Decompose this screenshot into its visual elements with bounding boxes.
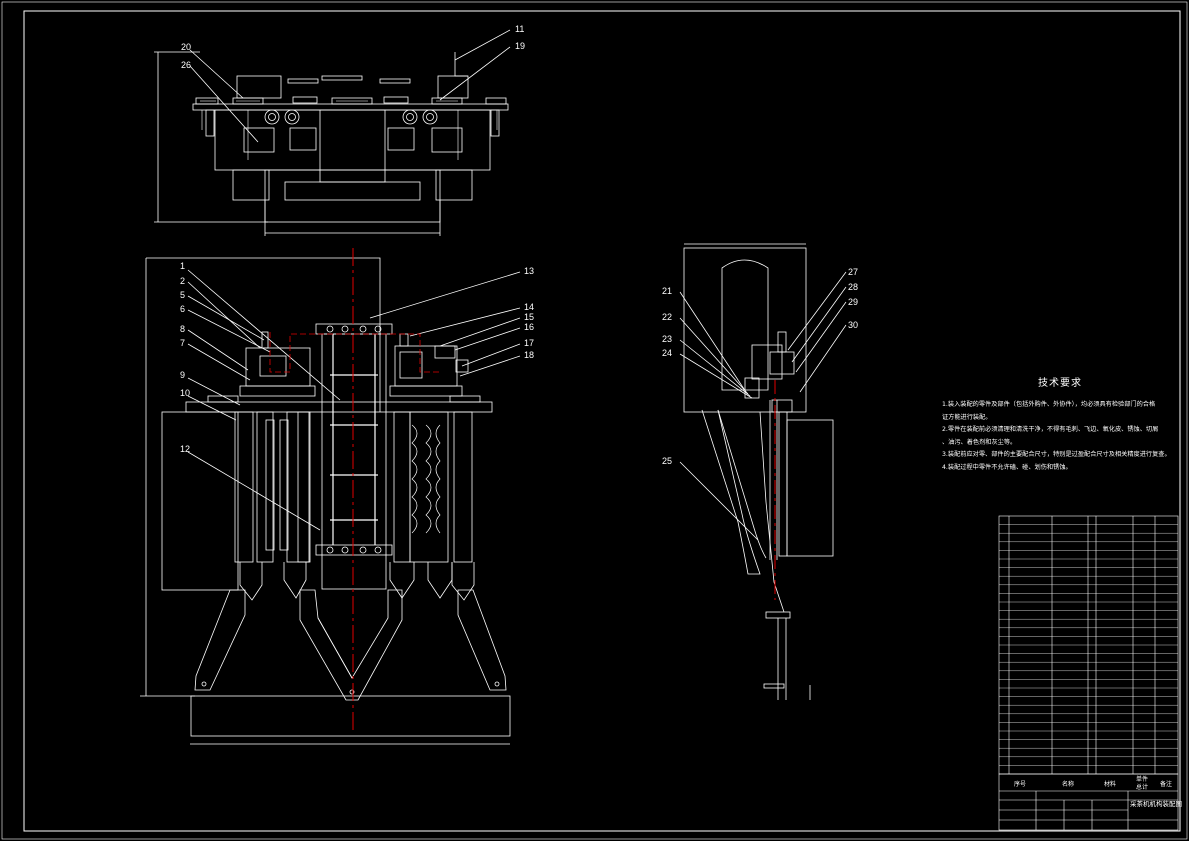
requirement-line: 4.装配过程中零件不允许磕、碰、划伤和锈蚀。 [942, 463, 1072, 471]
header-seq: 序号 [1014, 780, 1026, 788]
balloon-5: 5 [180, 290, 185, 300]
technical-requirements: 技术要求 1.装入装配的零件及部件（包括外购件、外协件），均必须具有检验部门的合… [942, 374, 1178, 474]
balloon-26: 26 [181, 60, 191, 70]
header-remark: 备注 [1160, 780, 1172, 788]
front-view-balloons: 1 2 5 6 8 7 9 10 12 13 14 15 16 17 18 [180, 261, 534, 454]
balloon-12: 12 [180, 444, 190, 454]
front-red-pitch-line [269, 332, 440, 373]
top-view-balloons: 20 26 11 19 [181, 24, 525, 70]
balloon-18: 18 [524, 350, 534, 360]
technical-requirements-title: 技术要求 [1038, 378, 1082, 389]
balloon-16: 16 [524, 322, 534, 332]
balloon-15: 15 [524, 312, 534, 322]
header-name: 名称 [1062, 780, 1074, 788]
balloon-30: 30 [848, 320, 858, 330]
balloon-20: 20 [181, 42, 191, 52]
side-view [679, 243, 847, 700]
requirement-line: 2.零件在装配前必须清理和清洗干净，不得有毛刺、飞边、氧化皮、锈蚀、切屑 [942, 426, 1159, 433]
drawing-title: 采茶机机构装配图 [1130, 799, 1182, 808]
requirement-line: 1.装入装配的零件及部件（包括外购件、外协件），均必须具有检验部门的合格 [942, 401, 1156, 408]
balloon-1: 1 [180, 261, 185, 271]
balloon-29: 29 [848, 297, 858, 307]
front-view [140, 257, 521, 745]
balloon-14: 14 [524, 302, 534, 312]
header-total: 总计 [1136, 783, 1148, 791]
title-block [998, 773, 1179, 831]
header-material: 材料 [1104, 780, 1116, 788]
balloon-27: 27 [848, 267, 858, 277]
balloon-28: 28 [848, 282, 858, 292]
balloon-6: 6 [180, 304, 185, 314]
parts-list-rows [999, 524, 1178, 766]
balloon-7: 7 [180, 338, 185, 348]
side-view-balloons: 21 22 23 24 25 27 28 29 30 [662, 267, 858, 466]
balloon-23: 23 [662, 334, 672, 344]
requirement-line: 证方能进行装配。 [942, 413, 992, 421]
balloon-11: 11 [515, 24, 524, 34]
balloon-22: 22 [662, 312, 672, 322]
balloon-8: 8 [180, 324, 185, 334]
balloon-19: 19 [515, 41, 525, 51]
requirement-line: 、油污、着色剂和灰尘等。 [942, 438, 1017, 446]
balloon-9: 9 [180, 370, 185, 380]
balloon-13: 13 [524, 266, 534, 276]
balloon-21: 21 [662, 286, 672, 296]
balloon-25: 25 [662, 456, 672, 466]
balloon-10: 10 [180, 388, 190, 398]
balloon-17: 17 [524, 338, 534, 348]
balloon-24: 24 [662, 348, 672, 358]
top-view [154, 29, 511, 236]
inner-frame [23, 10, 1181, 832]
title-block-text: 序号 名称 材料 单件 总计 备注 采茶机机构装配图 [1014, 775, 1182, 808]
requirement-line: 3.装配前应对零、部件的主要配合尺寸，特别是过盈配合尺寸及相关精度进行复查。 [942, 451, 1171, 458]
header-unit: 单件 [1136, 775, 1148, 783]
balloon-2: 2 [180, 276, 185, 286]
